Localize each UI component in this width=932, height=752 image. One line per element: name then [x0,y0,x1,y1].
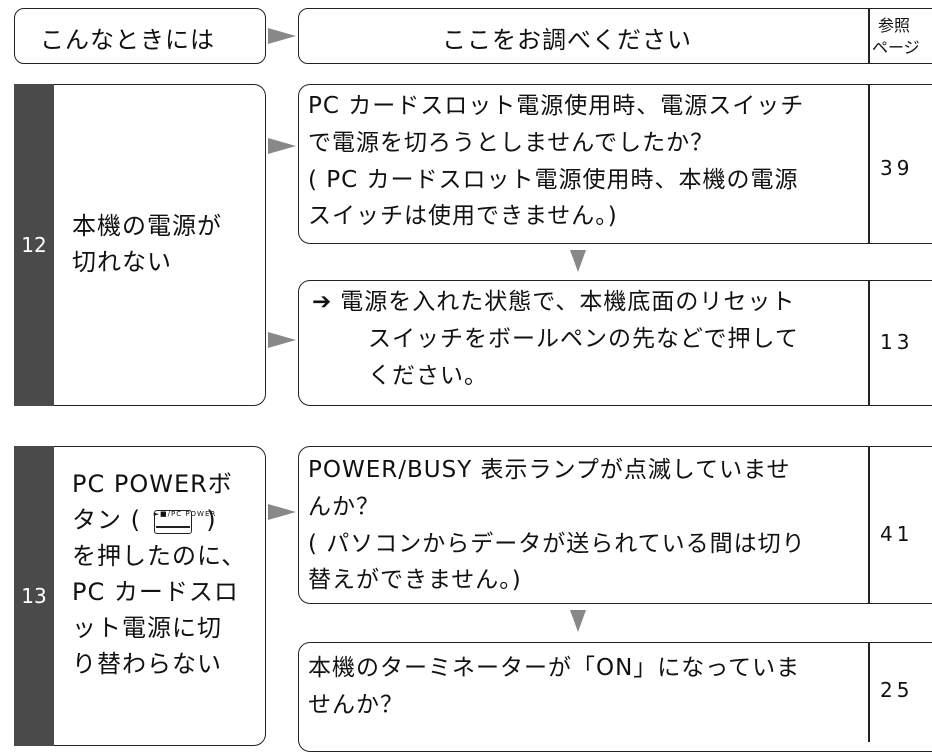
section-12-cause-1-divider [868,84,870,244]
header-col1-box [14,8,266,64]
section-12-arrow-1-icon [268,138,296,154]
section-13-cause-1-divider [868,446,870,604]
section-13-number: 13 [14,446,54,746]
section-12-number: 12 [14,84,54,406]
section-13-down-arrow-icon [570,610,586,632]
right-arrow-icon: ➔ [312,289,333,315]
section-13-cause-1-page: 41 [880,522,914,546]
header-col2-label: ここをお調べください [442,26,692,54]
section-13-cause-2-page: 25 [880,678,914,702]
header-col1-label: こんなときには [40,26,215,54]
section-13-arrow-1-icon [268,504,296,520]
section-12-cause-1-text: PC カードスロット電源使用時、電源スイッチ で電源を切ろうとしませんでしたか？… [308,93,805,230]
section-12-cause-1-page: 39 [880,156,914,180]
section-12-cause-2-page: 13 [880,330,914,354]
section-12-condition-box [14,84,266,406]
section-12-condition: 本機の電源が 切れない [72,212,222,276]
header-col3-label-1: 参照 [878,16,911,35]
header-divider [868,8,870,64]
pc-power-button-icon: ►■/PC POWER [153,508,215,534]
section-13-condition-box [14,446,266,746]
section-12-cause-2-box [298,280,932,406]
section-12-arrow-2-icon [268,332,296,348]
section-13-cause-1-text: POWER/BUSY 表示ランプが点滅していませ んか？ ( パソコンからデータ… [308,457,806,594]
section-13-cause-2-text: 本機のターミネーターが「ON」になっていま せんか？ [308,655,801,718]
header-col2-box [298,8,932,64]
header-col3-label-2: ページ [872,38,920,57]
section-13-condition: PC POWERボ タン ( ►■/PC POWER ) を押したのに、 PC … [72,470,247,678]
section-12-down-arrow-icon [570,250,586,272]
section-12-cause-1-box [298,84,932,244]
section-12-cause-2-text: ➔電源を入れた状態で、本機底面のリセット スイッチをボールペンの先などで押して … [312,284,799,394]
section-13-cause-2-divider [868,642,870,742]
section-12-cause-2-divider [868,280,870,406]
header-arrow-icon [268,28,296,44]
section-13-cause-1-box [298,446,932,604]
